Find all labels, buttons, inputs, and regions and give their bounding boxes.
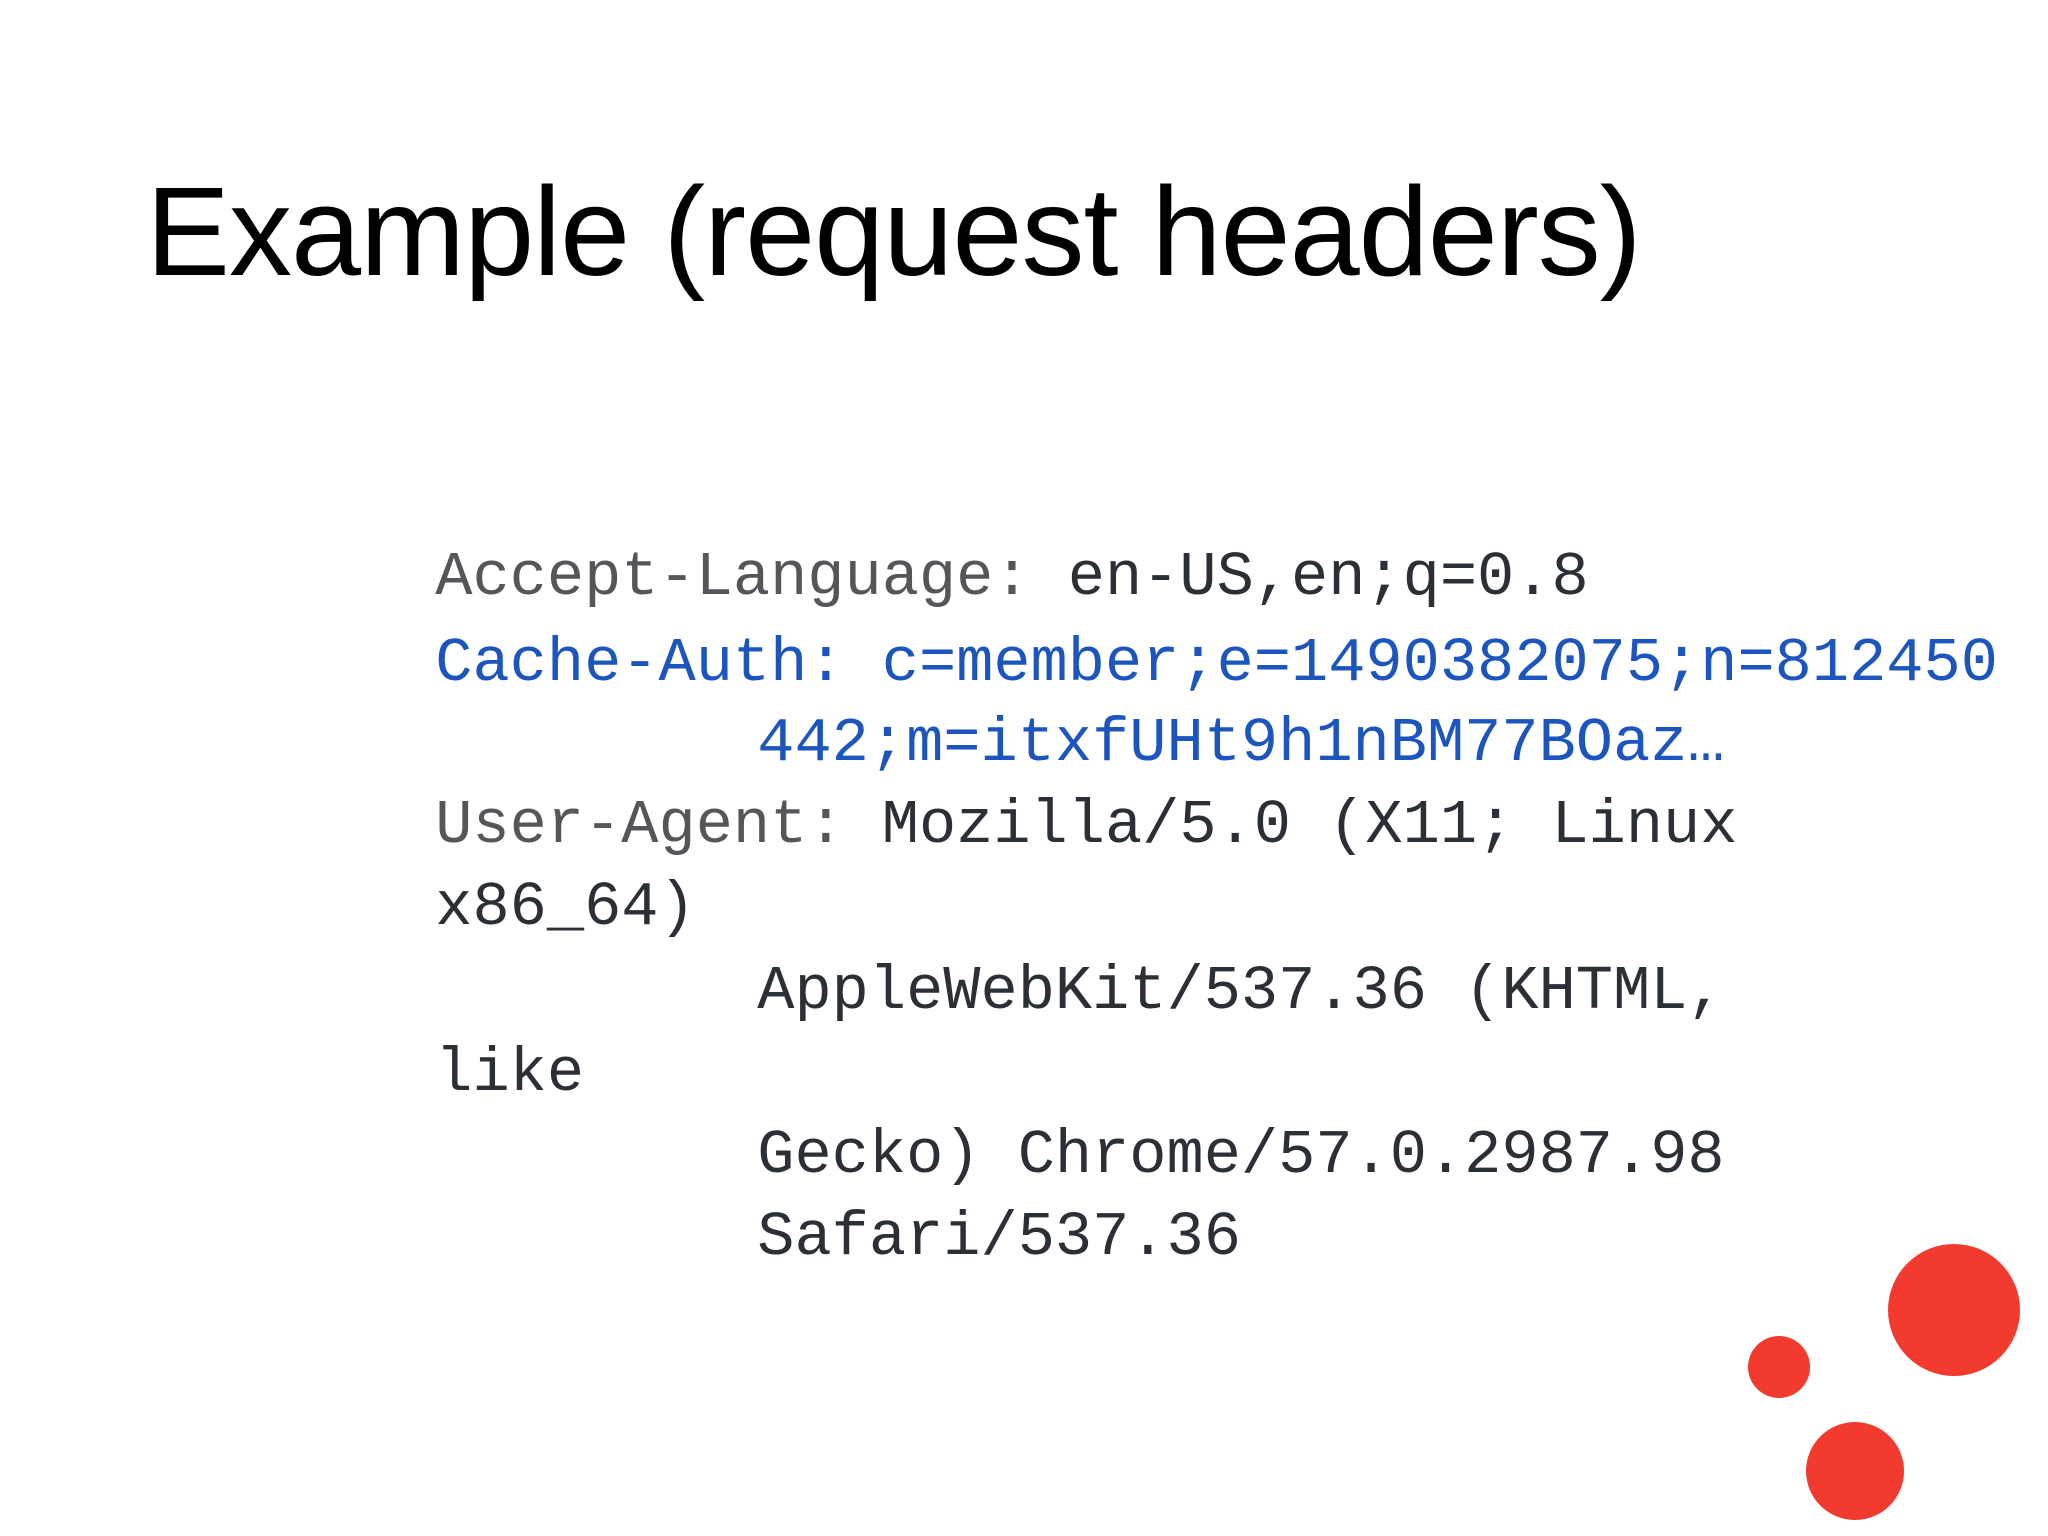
header-name-accept-language: Accept-Language: (435, 542, 1068, 613)
header-value-user-agent-continuation-4: Gecko) Chrome/57.0.2987.98 (757, 1120, 1725, 1191)
header-value-cache-auth: c=member;e=1490382075;n=812450 (881, 628, 1998, 699)
header-line-user-agent-continuation-5: Safari/537.36 (534, 1112, 1241, 1364)
header-line-user-agent-continuation-3: like (212, 948, 584, 1200)
header-value-user-agent-continuation-2: AppleWebKit/537.36 (KHTML, (757, 956, 1725, 1027)
header-line-cache-auth-continuation: 442;m=itxfUHt9h1nBM77BOaz… (534, 618, 1725, 870)
header-value-user-agent: Mozilla/5.0 (X11; Linux (881, 790, 1738, 861)
header-name-cache-auth: Cache-Auth: (435, 628, 882, 699)
header-value-user-agent-continuation-3: like (435, 1038, 585, 1109)
page-title: Example (request headers) (146, 161, 1642, 302)
header-line-accept-language: Accept-Language: en-US,en;q=0.8 (212, 452, 1589, 704)
red-circle-large-icon (1888, 1244, 2020, 1376)
header-line-user-agent-continuation-2: AppleWebKit/537.36 (KHTML, (534, 866, 1725, 1118)
request-headers-block: Accept-Language: en-US,en;q=0.8 Cache-Au… (212, 452, 1998, 1536)
red-circle-medium-icon (1806, 1422, 1904, 1520)
header-name-user-agent: User-Agent: (435, 790, 882, 861)
header-value-cache-auth-continuation: 442;m=itxfUHt9h1nBM77BOaz… (757, 708, 1725, 779)
header-value-user-agent-continuation-1: x86_64) (435, 872, 696, 943)
header-value-accept-language: en-US,en;q=0.8 (1067, 542, 1589, 613)
header-line-user-agent-continuation-4: Gecko) Chrome/57.0.2987.98 (534, 1030, 1725, 1282)
header-line-cache-auth: Cache-Auth: c=member;e=1490382075;n=8124… (212, 538, 1998, 790)
header-line-user-agent: User-Agent: Mozilla/5.0 (X11; Linux (212, 700, 1737, 952)
header-value-user-agent-continuation-5: Safari/537.36 (757, 1202, 1241, 1273)
header-line-user-agent-continuation-1: x86_64) (212, 782, 696, 1034)
red-circles-decoration (1728, 1216, 2048, 1536)
